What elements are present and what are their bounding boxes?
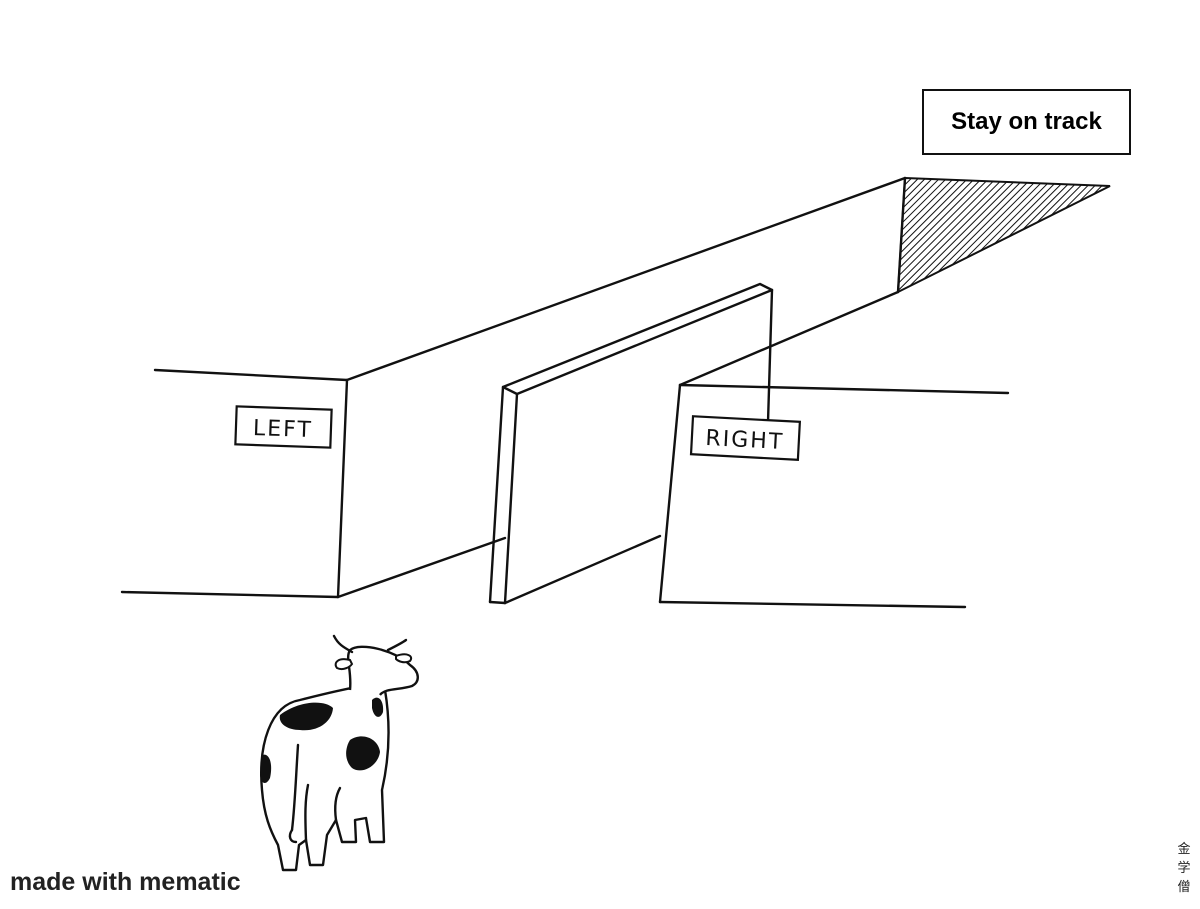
right-wall (658, 176, 1010, 609)
artist-signature-char-3: 僧 (1177, 880, 1190, 895)
left-sign: LEFT (234, 405, 333, 449)
right-sign-label: RIGHT (705, 426, 785, 455)
artist-signature-char-1: 金 (1177, 841, 1190, 857)
far-corridor-shadow (896, 176, 1111, 294)
artist-signature: 金 学 僧 (1177, 841, 1190, 895)
right-sign: RIGHT (689, 415, 802, 461)
mematic-watermark: made with mematic (10, 868, 241, 896)
middle-divider-wall (488, 282, 774, 605)
cow-illustration (260, 634, 419, 872)
caption-box: Stay on track (922, 89, 1131, 155)
artist-signature-char-2: 学 (1177, 860, 1190, 876)
caption-text: Stay on track (951, 108, 1102, 135)
left-sign-label: LEFT (253, 416, 314, 443)
left-wall (120, 176, 907, 599)
